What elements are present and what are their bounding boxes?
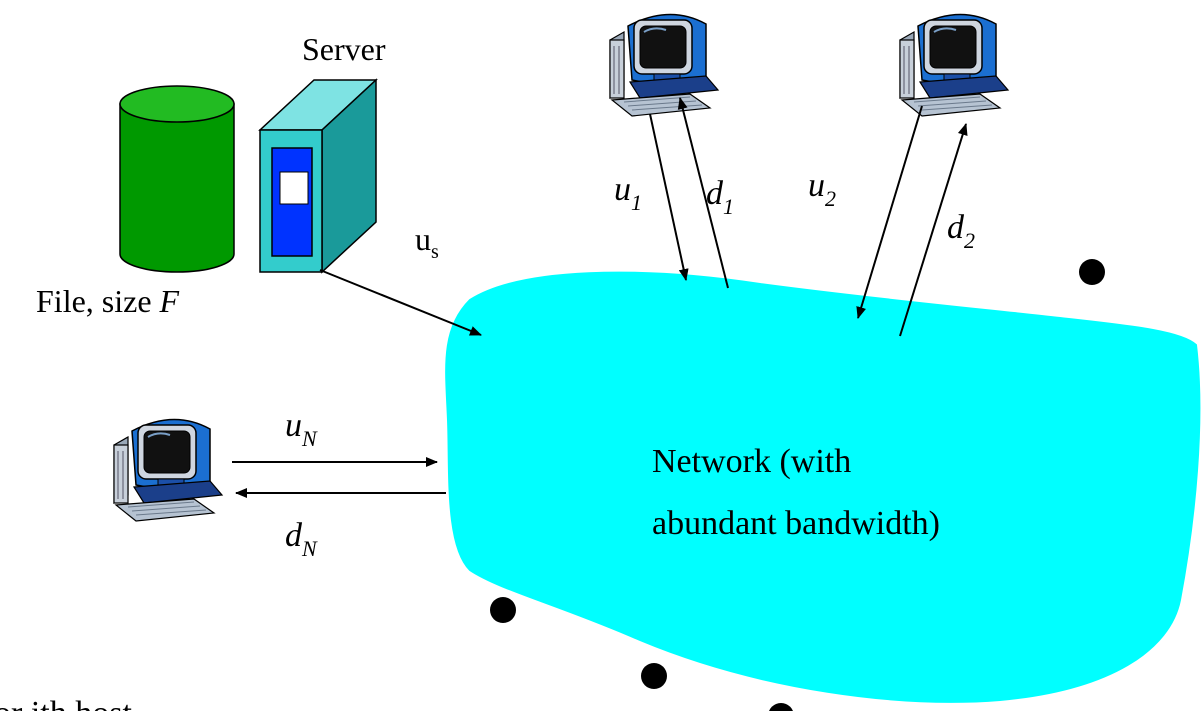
network-cloud (445, 271, 1201, 703)
d2-label: d2 (947, 209, 975, 253)
d2-arrow (899, 123, 968, 337)
d1-label: d1 (706, 175, 734, 219)
u2-arrow (856, 105, 923, 319)
computer-icon (609, 13, 719, 118)
peer-dot (641, 663, 667, 689)
peer-dot (1079, 259, 1105, 285)
computer-icon (113, 418, 223, 522)
server-icon (258, 78, 378, 274)
peer-dot (490, 597, 516, 623)
file-label: File, size F (36, 283, 180, 319)
network-label-line2: abundant bandwidth) (652, 505, 940, 542)
us-label: us (415, 221, 439, 263)
computer-icon (899, 13, 1009, 118)
u2-label: u2 (808, 167, 836, 211)
peer-dot (769, 703, 793, 711)
database-icon (119, 85, 235, 273)
network-label-line1: Network (with (652, 443, 851, 480)
dN-label: dN (285, 517, 318, 561)
server-label: Server (302, 31, 386, 67)
footer-fragment: or ith host (0, 695, 132, 711)
u1-arrow (649, 113, 689, 281)
d1-arrow (677, 97, 729, 289)
us-arrow (319, 269, 482, 336)
uN-label: uN (285, 407, 318, 451)
u1-label: u1 (614, 171, 642, 215)
